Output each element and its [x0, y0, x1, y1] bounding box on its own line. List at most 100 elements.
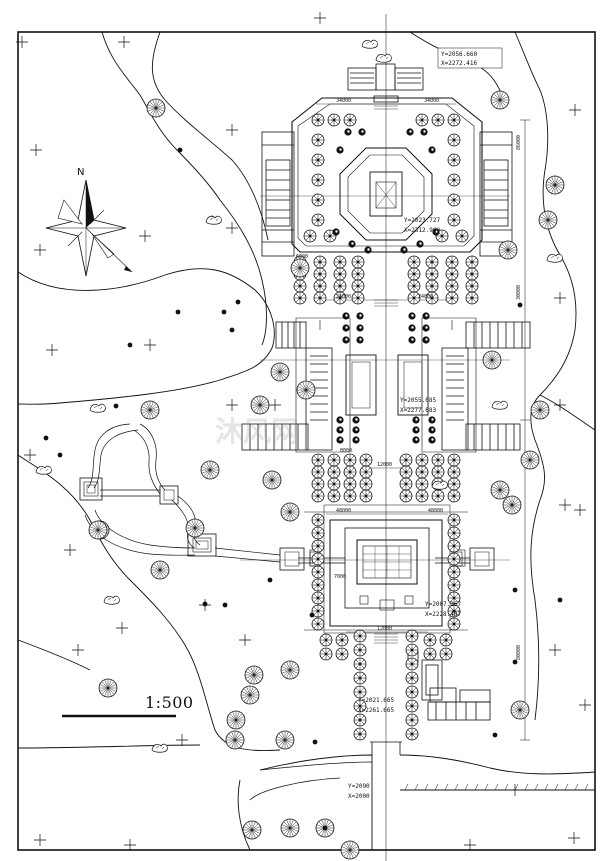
- tree-symbol: [327, 453, 341, 467]
- dot-symbol: [229, 327, 235, 333]
- dim-mid-left: 24000: [336, 294, 351, 300]
- dim-axis-gap: 12000: [377, 462, 392, 468]
- tree-symbol: [359, 489, 373, 503]
- big-tree-symbol: [185, 518, 205, 538]
- coord-tower-x: X=2312.960: [404, 227, 441, 234]
- tree-symbol: [447, 173, 461, 187]
- tree-symbol: [293, 279, 307, 293]
- big-tree-symbol: [490, 480, 510, 500]
- tree-symbol: [303, 229, 317, 243]
- tree-symbol: [405, 699, 419, 713]
- tree-symbol: [447, 213, 461, 227]
- terrain-contours: [17, 31, 596, 851]
- big-tree-symbol: [200, 460, 220, 480]
- tree-symbol: [311, 565, 325, 579]
- dot-symbol: [517, 302, 523, 308]
- tree-symbol: [311, 591, 325, 605]
- tree-symbol: [311, 552, 325, 566]
- big-tree-symbol: [482, 350, 502, 370]
- dim-stair-gap: 12000: [377, 626, 392, 632]
- tree-symbol: [335, 633, 349, 647]
- tree-symbol: [311, 213, 325, 227]
- tree-symbol: [445, 279, 459, 293]
- dot-symbol: [222, 602, 228, 608]
- survey-point-marker: [117, 35, 131, 49]
- shrub-symbol: [344, 128, 352, 136]
- coord-tower-y: Y=2023.727: [404, 217, 441, 224]
- rock-symbol: [431, 480, 448, 490]
- shrub-symbol: [412, 436, 420, 444]
- dot-symbol: [175, 309, 181, 315]
- dot-symbol: [322, 825, 328, 831]
- tree-symbol: [319, 647, 333, 661]
- tree-symbol: [327, 465, 341, 479]
- survey-point-marker: [198, 598, 212, 612]
- big-tree-symbol: [290, 258, 310, 278]
- tree-symbol: [311, 513, 325, 527]
- tree-symbol: [447, 526, 461, 540]
- tree-symbol: [353, 657, 367, 671]
- big-tree-symbol: [242, 820, 262, 840]
- tree-symbol: [447, 193, 461, 207]
- survey-point-marker: [238, 633, 252, 647]
- dim-right-bottom: 80000: [516, 645, 522, 660]
- big-tree-symbol: [280, 660, 300, 680]
- tree-symbol: [445, 267, 459, 281]
- big-tree-symbol: [538, 210, 558, 230]
- tree-symbol: [447, 153, 461, 167]
- tree-symbol: [311, 453, 325, 467]
- south-gate: [249, 741, 402, 801]
- tree-symbol: [335, 647, 349, 661]
- upper-east-hall: [479, 131, 513, 257]
- dim-right-top: 86000: [516, 135, 522, 150]
- tree-symbol: [351, 291, 365, 305]
- tree-symbol: [359, 477, 373, 491]
- upper-west-hall: [261, 131, 295, 257]
- big-tree-symbol: [150, 560, 170, 580]
- tree-symbol: [353, 671, 367, 685]
- dot-symbol: [235, 299, 241, 305]
- survey-point-marker: [553, 291, 567, 305]
- tree-symbol: [445, 255, 459, 269]
- survey-point-marker: [143, 338, 157, 352]
- rock-symbol: [361, 39, 378, 49]
- north-label: N: [77, 167, 85, 178]
- survey-point-marker: [33, 243, 47, 257]
- tree-symbol: [447, 617, 461, 631]
- dot-symbol: [57, 452, 63, 458]
- shrub-symbol: [336, 416, 344, 424]
- tree-symbol: [353, 727, 367, 741]
- shrub-symbol: [408, 324, 416, 332]
- shrub-symbol: [356, 336, 364, 344]
- horizontal-axes: [240, 195, 510, 561]
- rock-symbol: [89, 403, 106, 413]
- shrub-symbol: [342, 336, 350, 344]
- shrub-symbol: [356, 312, 364, 320]
- tree-symbol: [465, 255, 479, 269]
- tree-symbol: [447, 453, 461, 467]
- shrub-symbol: [416, 240, 424, 248]
- shrub-symbol: [352, 416, 360, 424]
- shrub-symbol: [348, 240, 356, 248]
- tree-symbol: [425, 267, 439, 281]
- tree-symbol: [343, 477, 357, 491]
- survey-point-marker: [567, 831, 581, 845]
- tree-symbol: [447, 552, 461, 566]
- coord-hall-y: Y=2007.267: [425, 601, 462, 608]
- big-tree-symbol: [275, 730, 295, 750]
- tree-symbol: [399, 489, 413, 503]
- tree-symbol: [353, 629, 367, 643]
- tree-symbol: [311, 477, 325, 491]
- rock-symbol: [103, 595, 120, 605]
- tree-symbol: [351, 267, 365, 281]
- shrub-symbol: [336, 436, 344, 444]
- coord-south-y: Y=2021.665: [358, 697, 395, 704]
- survey-point-marker: [23, 448, 37, 462]
- dim-top-right: 34000: [424, 98, 439, 104]
- shrub-symbol: [428, 426, 436, 434]
- dim-inner-depth: 8000: [340, 448, 352, 454]
- tree-symbol: [319, 633, 333, 647]
- tree-symbol: [343, 489, 357, 503]
- dim-right-mid: 30000: [516, 285, 522, 300]
